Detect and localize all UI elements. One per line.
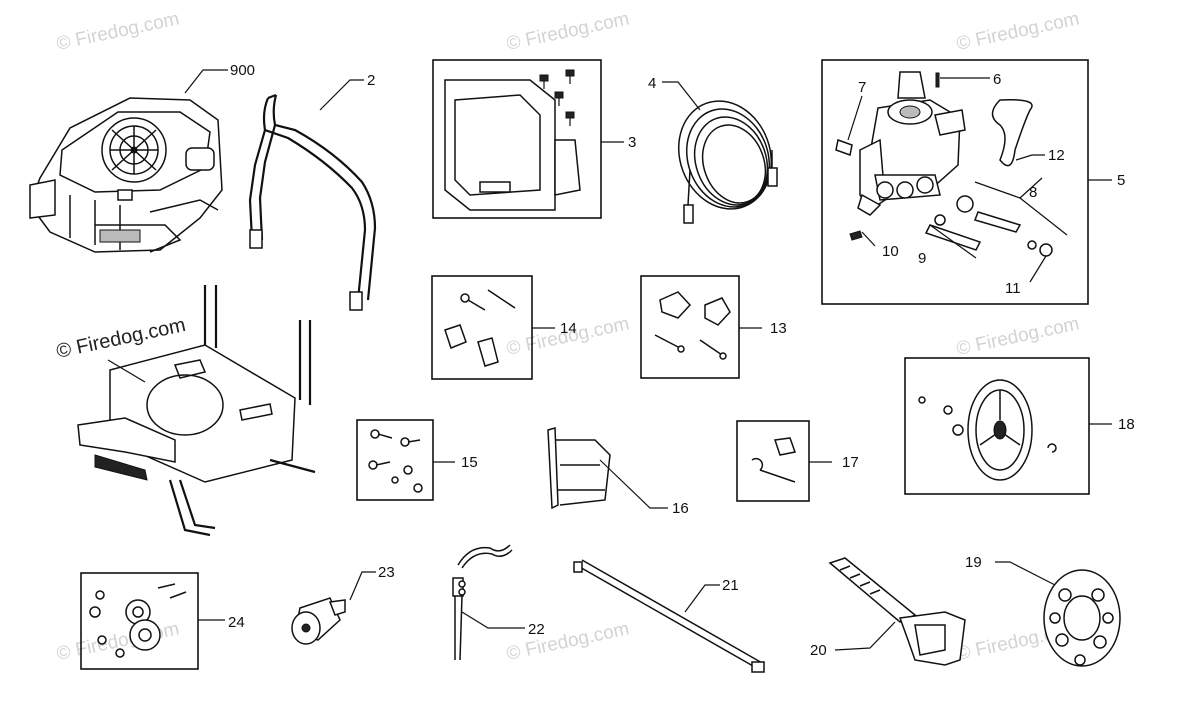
- part-box-18: [904, 357, 1090, 495]
- callout-16: 16: [672, 500, 689, 517]
- bolts-part-14: [444, 289, 516, 367]
- callout-8: 8: [1029, 184, 1037, 201]
- callout-3: 3: [628, 134, 636, 151]
- callout-2: 2: [367, 72, 375, 89]
- callout-14: 14: [560, 320, 577, 337]
- watermark: © Firedog.com: [955, 8, 1082, 55]
- hose-part: [677, 100, 778, 224]
- callout-15: 15: [461, 454, 478, 471]
- control-panel-part: [444, 69, 581, 211]
- pin-part-17: [751, 437, 796, 483]
- callout-18: 18: [1118, 416, 1135, 433]
- hose-reel-part: [1043, 569, 1121, 667]
- wand-part-22: [452, 544, 513, 661]
- callout-9: 9: [918, 250, 926, 267]
- o-ring-part: [991, 98, 1033, 167]
- watermark: © Firedog.com: [505, 618, 632, 665]
- part-box-3: [432, 59, 602, 219]
- callout-11: 11: [1005, 280, 1021, 297]
- holder-part: [547, 427, 611, 510]
- wheel-part: [918, 379, 1057, 481]
- callout-13: 13: [770, 320, 787, 337]
- callout-5: 5: [1117, 172, 1125, 189]
- callout-20: 20: [810, 642, 827, 659]
- callout-17: 17: [842, 454, 859, 471]
- callout-900: 900: [230, 62, 255, 79]
- part-box-17: [736, 420, 810, 502]
- callout-10: 10: [882, 243, 899, 260]
- bearings-part-24: [89, 583, 187, 658]
- handle-part: [248, 93, 377, 311]
- bolts-part-15: [368, 429, 423, 493]
- watermark: © Firedog.com: [505, 8, 632, 55]
- engine-part: [29, 97, 223, 253]
- part-box-5: [821, 59, 1089, 305]
- pin-part: [935, 72, 940, 88]
- pump-part: [835, 71, 966, 216]
- callout-6: 6: [993, 71, 1001, 88]
- part-box-15: [356, 419, 434, 501]
- lance-part: [573, 559, 765, 673]
- frame-part: [77, 285, 316, 537]
- callout-21: 21: [722, 577, 739, 594]
- knobs-part-13: [654, 291, 731, 360]
- watermark: © Firedog.com: [55, 618, 182, 665]
- callout-23: 23: [378, 564, 395, 581]
- part-box-13: [640, 275, 740, 379]
- nozzle-part: [291, 597, 346, 645]
- callout-24: 24: [228, 614, 245, 631]
- part-box-24: [80, 572, 199, 670]
- part-box-14: [431, 275, 533, 380]
- callout-12: 12: [1048, 147, 1065, 164]
- callout-19: 19: [965, 554, 982, 571]
- callout-4: 4: [648, 75, 656, 92]
- callout-7: 7: [858, 79, 866, 96]
- callout-22: 22: [528, 621, 545, 638]
- watermark: © Firedog.com: [55, 8, 182, 55]
- watermark: © Firedog.com: [955, 313, 1082, 360]
- spray-gun-part: [828, 557, 966, 666]
